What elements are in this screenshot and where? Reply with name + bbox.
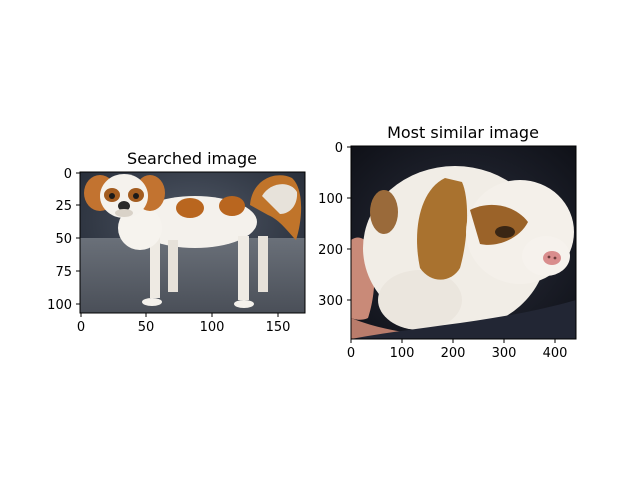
- x-tick-label: 100: [390, 346, 415, 361]
- y-tick-label: 300: [318, 294, 343, 309]
- x-tick-label: 100: [200, 320, 225, 335]
- x-tick-label: 200: [441, 346, 466, 361]
- y-tick-label: 25: [55, 199, 72, 214]
- y-tick-label: 200: [318, 243, 343, 258]
- most-similar-image-panel: Most similar image: [318, 123, 577, 361]
- x-tick-label: 400: [543, 346, 568, 361]
- x-tick-label: 0: [347, 346, 355, 361]
- y-tick-label: 0: [64, 167, 72, 182]
- searched-image-panel: Searched image: [47, 149, 306, 335]
- y-tick-label: 75: [55, 265, 72, 280]
- axes-frame: [350, 145, 577, 340]
- y-axis: 0 100 200 300: [318, 141, 351, 309]
- x-axis: 0 50 100 150: [77, 313, 291, 335]
- searched-dog-image: [80, 172, 305, 313]
- y-axis: 0 25 50 75 100: [47, 167, 80, 313]
- x-tick-label: 50: [138, 320, 155, 335]
- x-axis: 0 100 200 300 400: [347, 339, 568, 361]
- panel-title: Most similar image: [387, 123, 539, 142]
- panel-title: Searched image: [127, 149, 257, 168]
- y-tick-label: 100: [47, 298, 72, 313]
- x-tick-label: 0: [77, 320, 85, 335]
- y-tick-label: 50: [55, 232, 72, 247]
- y-tick-label: 0: [335, 141, 343, 156]
- similar-puppy-image: [351, 146, 576, 339]
- x-tick-label: 150: [266, 320, 291, 335]
- y-tick-label: 100: [318, 192, 343, 207]
- axes-frame: [79, 171, 306, 314]
- x-tick-label: 300: [492, 346, 517, 361]
